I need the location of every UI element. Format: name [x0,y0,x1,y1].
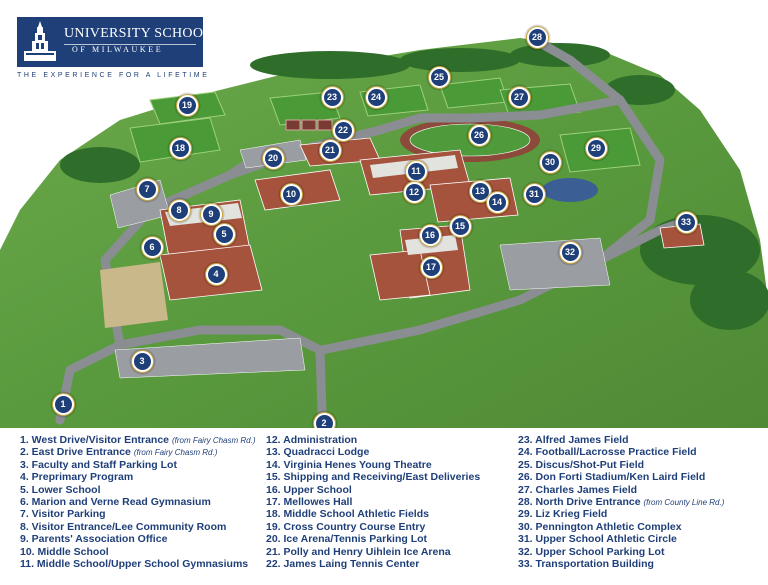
legend-item: 33. Transportation Building [518,557,654,570]
legend-item: 5. Lower School [20,483,101,496]
legend-item: 2. East Drive Entrance (from Fairy Chasm… [20,446,218,459]
map-marker-8[interactable]: 8 [168,199,190,221]
legend-item: 29. Liz Krieg Field [518,508,608,521]
playground [100,262,168,328]
map-marker-26[interactable]: 26 [468,124,490,146]
legend-item: 31. Upper School Athletic Circle [518,533,677,546]
tennis-courts [285,119,333,131]
legend-item: 15. Shipping and Receiving/East Deliveri… [266,471,481,484]
legend-item: 1. West Drive/Visitor Entrance (from Fai… [20,434,256,446]
legend-item: 3. Faculty and Staff Parking Lot [20,458,177,471]
school-logo: UNIVERSITY SCHOOL OF MILWAUKEE [17,17,212,67]
map-marker-28[interactable]: 28 [526,26,548,48]
legend-item: 13. Quadracci Lodge [266,446,370,459]
legend-item: 27. Charles James Field [518,483,638,496]
map-marker-19[interactable]: 19 [176,94,198,116]
map-marker-11[interactable]: 11 [405,160,427,182]
legend-item: 28. North Drive Entrance (from County Li… [518,495,725,508]
legend-item: 21. Polly and Henry Uihlein Ice Arena [266,545,451,558]
legend-column-3: 23. Alfred James Field 24. Football/Lacr… [518,434,724,570]
map-marker-9[interactable]: 9 [200,203,222,225]
map-marker-15[interactable]: 15 [449,215,471,237]
school-subname: OF MILWAUKEE [72,45,164,54]
legend-item: 6. Marion and Verne Read Gymnasium [20,495,211,508]
map-marker-23[interactable]: 23 [321,86,343,108]
map-marker-4[interactable]: 4 [205,263,227,285]
map-marker-27[interactable]: 27 [508,86,530,108]
map-marker-12[interactable]: 12 [403,181,425,203]
legend-item: 7. Visitor Parking [20,508,106,521]
map-marker-18[interactable]: 18 [169,137,191,159]
legend-item: 12. Administration [266,434,358,446]
map-marker-30[interactable]: 30 [539,151,561,173]
map-marker-13[interactable]: 13 [469,180,491,202]
legend-item: 10. Middle School [20,545,109,558]
legend-item: 4. Preprimary Program [20,471,134,484]
map-marker-31[interactable]: 31 [523,183,545,205]
legend-item: 25. Discus/Shot-Put Field [518,458,645,471]
map-marker-21[interactable]: 21 [319,139,341,161]
map-marker-16[interactable]: 16 [419,224,441,246]
campus-map[interactable]: UNIVERSITY SCHOOL OF MILWAUKEE THE EXPER… [0,0,768,428]
map-legend: 1. West Drive/Visitor Entrance (from Fai… [0,428,768,585]
legend-item: 23. Alfred James Field [518,434,629,446]
map-marker-3[interactable]: 3 [131,350,153,372]
map-marker-6[interactable]: 6 [141,236,163,258]
logo-rule [64,44,196,45]
school-name: UNIVERSITY SCHOOL [64,26,213,41]
legend-item: 20. Ice Arena/Tennis Parking Lot [266,533,428,546]
pond [542,178,598,202]
tagline: THE EXPERIENCE FOR A LIFETIME [17,72,210,79]
map-marker-5[interactable]: 5 [213,223,235,245]
legend-item: 19. Cross Country Course Entry [266,520,426,533]
map-marker-20[interactable]: 20 [262,147,284,169]
legend-item: 14. Virginia Henes Young Theatre [266,458,432,471]
bell-tower-icon [24,21,56,61]
map-marker-7[interactable]: 7 [136,178,158,200]
map-marker-24[interactable]: 24 [365,86,387,108]
legend-item: 22. James Laing Tennis Center [266,557,420,570]
map-marker-29[interactable]: 29 [585,137,607,159]
map-marker-33[interactable]: 33 [675,211,697,233]
legend-column-2: 12. Administration 13. Quadracci Lodge 1… [266,434,480,570]
legend-item: 16. Upper School [266,483,352,496]
map-marker-10[interactable]: 10 [280,183,302,205]
map-marker-17[interactable]: 17 [420,256,442,278]
legend-item: 26. Don Forti Stadium/Ken Laird Field [518,471,706,484]
legend-item: 30. Pennington Athletic Complex [518,520,682,533]
legend-item: 11. Middle School/Upper School Gymnasium… [20,557,249,570]
map-marker-32[interactable]: 32 [559,241,581,263]
map-marker-2[interactable]: 2 [313,412,335,428]
map-marker-22[interactable]: 22 [332,119,354,141]
legend-item: 17. Mellowes Hall [266,495,353,508]
map-marker-14[interactable]: 14 [486,191,508,213]
legend-item: 8. Visitor Entrance/Lee Community Room [20,520,227,533]
map-marker-25[interactable]: 25 [428,66,450,88]
legend-column-1: 1. West Drive/Visitor Entrance (from Fai… [20,434,256,570]
legend-item: 9. Parents' Association Office [20,533,168,546]
legend-item: 18. Middle School Athletic Fields [266,508,429,521]
map-marker-1[interactable]: 1 [52,393,74,415]
legend-item: 32. Upper School Parking Lot [518,545,665,558]
legend-item: 24. Football/Lacrosse Practice Field [518,446,697,459]
